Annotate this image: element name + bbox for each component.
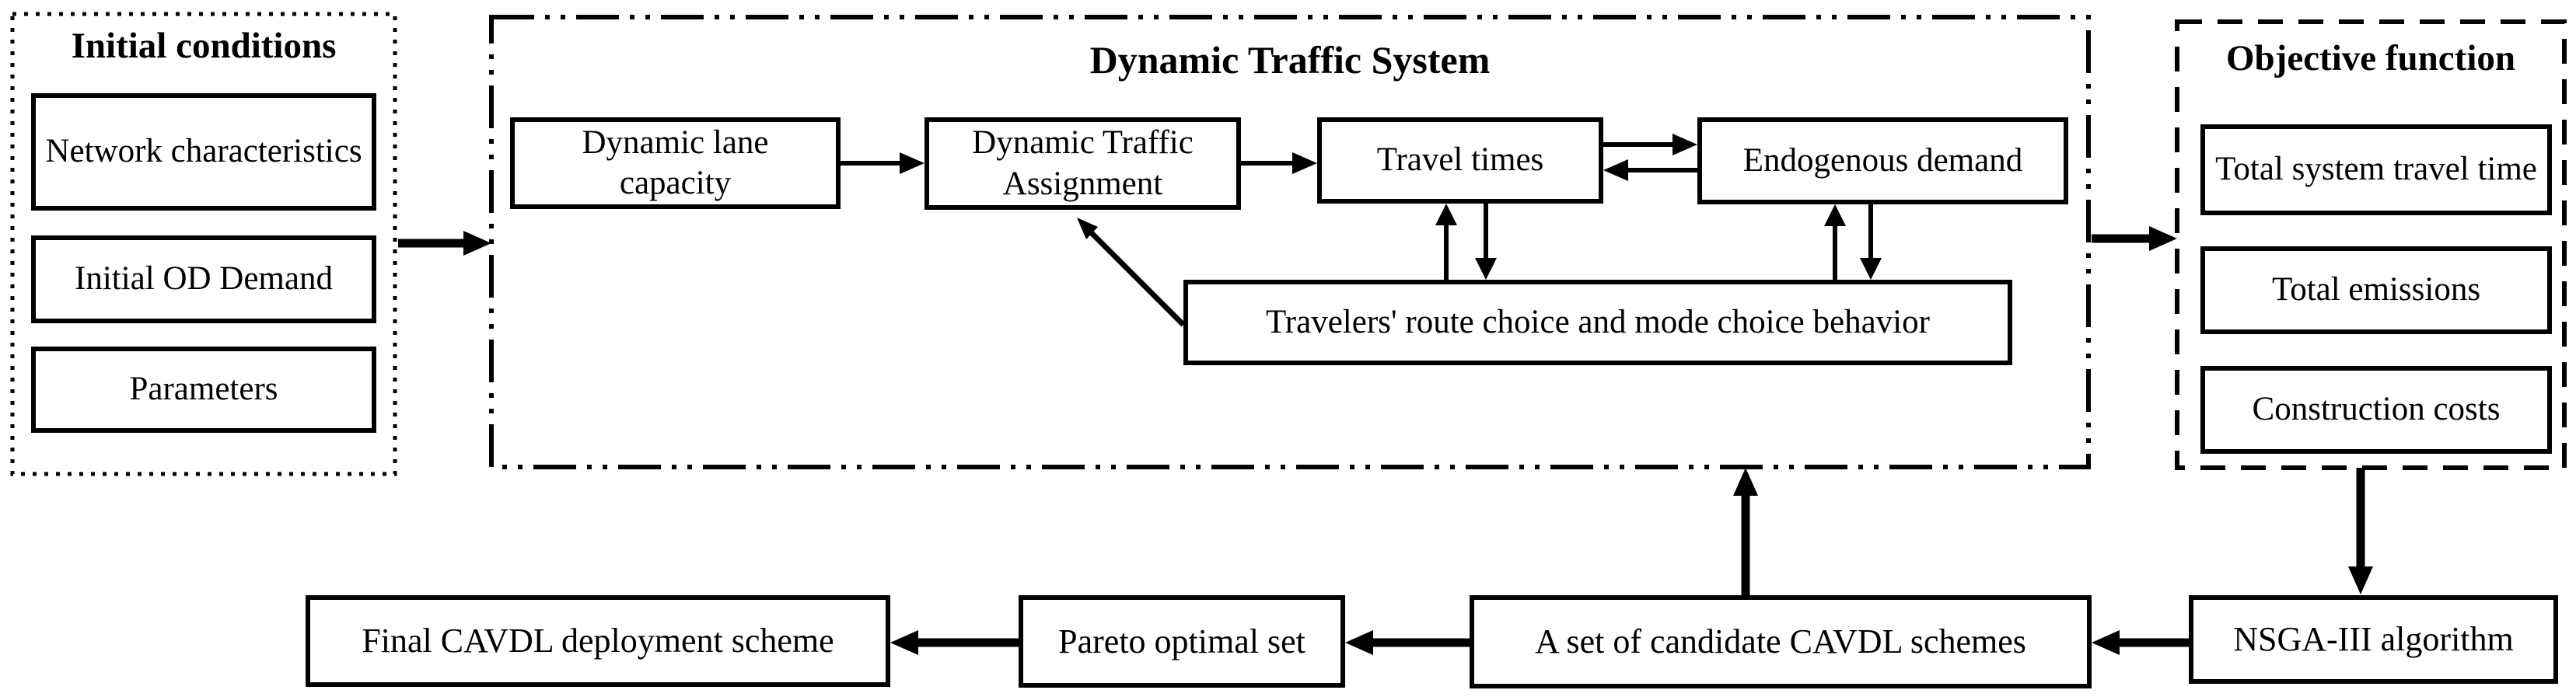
pareto-optimal-set-box: Pareto optimal set [1019, 595, 1345, 688]
arrow-pareto-to-final [890, 630, 1019, 655]
objective-function-title: Objective function [2225, 38, 2516, 78]
arrow-dts-to-objective [2092, 226, 2177, 251]
arrow-endogenous-to-travel-times [1603, 159, 1697, 181]
initial-conditions-title: Initial conditions [71, 26, 337, 66]
arrow-travelers-to-dta-diagonal [1077, 218, 1186, 327]
objective-function-container [2175, 19, 2567, 470]
network-characteristics-box: Network characteristics [31, 93, 376, 211]
dynamic-traffic-system-container [489, 15, 2091, 469]
arrow-nsga-to-candidates [2092, 630, 2189, 655]
arrow-travelers-to-endogenous-up [1824, 204, 1846, 280]
initial-od-demand-box: Initial OD Demand [31, 235, 376, 323]
nsga-iii-algorithm-box: NSGA-III algorithm [2189, 595, 2558, 684]
dynamic-lane-capacity-box: Dynamic lane capacity [510, 117, 841, 209]
arrow-objective-to-nsga [2348, 468, 2373, 594]
travel-times-box: Travel times [1317, 117, 1603, 204]
arrow-dta-to-travel-times [1241, 152, 1317, 174]
construction-costs-box: Construction costs [2200, 366, 2552, 454]
final-cavdl-scheme-box: Final CAVDL deployment scheme [306, 595, 890, 687]
arrow-travel-times-to-endogenous [1603, 134, 1697, 155]
total-emissions-box: Total emissions [2200, 246, 2552, 334]
arrow-candidates-to-dts [1733, 468, 1758, 595]
total-system-travel-time-box: Total system travel time [2200, 124, 2552, 215]
arrow-initial-to-dts [398, 231, 491, 256]
endogenous-demand-box: Endogenous demand [1697, 117, 2068, 204]
candidate-cavdl-schemes-box: A set of candidate CAVDL schemes [1470, 595, 2092, 688]
dynamic-traffic-system-title: Dynamic Traffic System [1089, 38, 1491, 82]
travelers-behavior-box: Travelers' route choice and mode choice … [1183, 280, 2012, 365]
arrow-candidates-to-pareto [1345, 630, 1470, 655]
arrow-endogenous-to-travelers-down [1860, 204, 1882, 280]
arrow-lane-capacity-to-dta [841, 152, 924, 174]
arrow-travel-times-to-travelers-down [1475, 204, 1497, 280]
parameters-box: Parameters [31, 347, 376, 433]
dynamic-traffic-assignment-box: Dynamic Traffic Assignment [924, 117, 1241, 210]
arrow-travelers-to-travel-times-up [1435, 204, 1457, 280]
